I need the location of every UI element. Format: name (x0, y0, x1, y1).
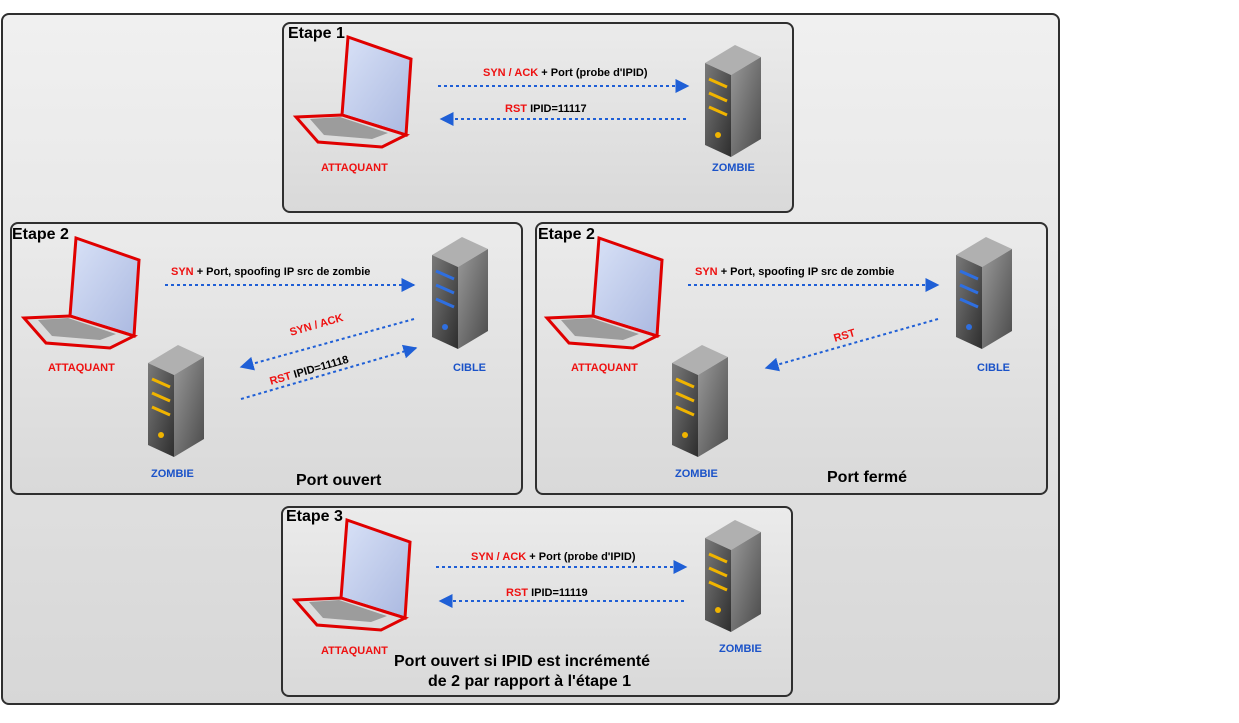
etape2-open-title: Etape 2 (12, 226, 69, 243)
message-text: + Port (probe d'IPID) (541, 67, 648, 79)
zombie-label: ZOMBIE (151, 468, 194, 480)
syn-message: SYN + Port, spoofing IP src de zombie (695, 266, 894, 278)
server-icon (705, 520, 761, 632)
flag-text: SYN (171, 266, 194, 278)
server-icon (148, 345, 204, 457)
server-icon (432, 237, 488, 349)
server-icon (956, 237, 1012, 349)
probe-message: SYN / ACK + Port (probe d'IPID) (471, 551, 635, 563)
attacker-label: ATTAQUANT (571, 362, 638, 374)
message-text: + Port, spoofing IP src de zombie (196, 266, 371, 278)
port-open-caption: Port ouvert (296, 472, 382, 489)
etape1-title: Etape 1 (288, 25, 345, 42)
message-text: + Port (probe d'IPID) (529, 551, 636, 563)
flag-text: SYN / ACK (483, 67, 539, 79)
server-icon (705, 45, 761, 157)
target-label: CIBLE (977, 362, 1010, 374)
flag-text: RST (506, 587, 528, 599)
zombie-label: ZOMBIE (675, 468, 718, 480)
probe-message: SYN / ACK + Port (probe d'IPID) (483, 67, 647, 79)
zombie-label: ZOMBIE (719, 643, 762, 655)
laptop-icon (20, 235, 141, 350)
syn-message: SYN + Port, spoofing IP src de zombie (171, 266, 370, 278)
laptop-icon (292, 34, 413, 149)
attacker-label: ATTAQUANT (321, 162, 388, 174)
etape3-title: Etape 3 (286, 508, 343, 525)
etape2-closed-title: Etape 2 (538, 226, 595, 243)
reply-message: RST IPID=11119 (506, 587, 588, 599)
message-text: IPID=11117 (530, 103, 587, 115)
etape3-caption-line2: de 2 par rapport à l'étape 1 (428, 673, 631, 690)
flag-text: SYN / ACK (471, 551, 527, 563)
reply-message: RST IPID=11117 (505, 103, 587, 115)
target-label: CIBLE (453, 362, 486, 374)
server-icon (672, 345, 728, 457)
etape3-caption-line1: Port ouvert si IPID est incrémenté (394, 653, 651, 670)
flag-text: SYN (695, 266, 718, 278)
laptop-icon (291, 517, 412, 632)
message-text: IPID=11119 (531, 587, 588, 599)
attacker-label: ATTAQUANT (321, 645, 388, 657)
port-closed-caption: Port fermé (827, 469, 908, 486)
attacker-label: ATTAQUANT (48, 362, 115, 374)
flag-text: RST (505, 103, 527, 115)
message-text: + Port, spoofing IP src de zombie (720, 266, 895, 278)
arrow-rst (240, 344, 418, 400)
laptop-icon (543, 235, 664, 350)
zombie-label: ZOMBIE (712, 162, 755, 174)
